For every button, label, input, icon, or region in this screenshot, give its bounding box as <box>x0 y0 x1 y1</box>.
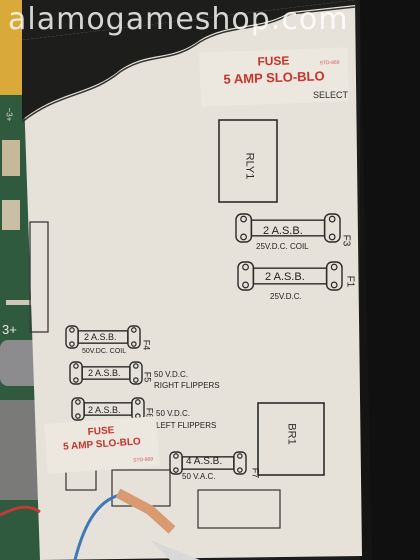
fuse-f6-rating: 2 A.S.B. <box>88 405 121 415</box>
fuse-sticker-bottom: FUSE 5 AMP SLO-BLO STD-869 <box>44 416 160 474</box>
fuse-f3-rating: 2 A.S.B. <box>263 225 303 237</box>
select-label: SELECT <box>313 90 349 100</box>
sticker-rating: 5 AMP SLO-BLO <box>223 68 325 87</box>
fuse-holder-f4 <box>65 325 141 349</box>
fuse-f6-spec: 50 V.D.C. <box>156 409 190 418</box>
fuse-f4-id: F4 <box>141 339 152 351</box>
fuse-holder-f1 <box>237 261 343 291</box>
fuse-f6-spec2: LEFT FLIPPERS <box>156 421 217 430</box>
fuse-f1-id: F1 <box>344 275 356 288</box>
fuse-f7-id: F7 <box>250 467 261 479</box>
fuse-f5-rating: 2 A.S.B. <box>88 368 121 378</box>
pcb-mark-mid: 3+ <box>2 322 17 337</box>
sticker-code: STD-869 <box>319 59 340 67</box>
fuse-holder-f5 <box>69 361 143 385</box>
fuse-f3-id: F3 <box>340 234 352 247</box>
fuse-f1-rating: 2 A.S.B. <box>265 271 305 283</box>
bridge-label: BR1 <box>285 423 298 445</box>
fuse-f5-id: F5 <box>142 371 153 383</box>
fuse-f1-spec: 25V.D.C. <box>270 292 302 301</box>
fuse-f5-spec: 50 V.D.C. <box>154 370 188 379</box>
bridge-outline <box>257 402 325 476</box>
fuse-holder-f3 <box>235 213 341 243</box>
fuse-f7-rating: 4 A.S.B. <box>186 456 223 467</box>
fuse-f4-rating: 2 A.S.B. <box>84 332 117 342</box>
pcb-mark-top: ~3+ <box>4 107 14 122</box>
relay-outline <box>218 119 278 203</box>
fuse-f5-spec2: RIGHT FLIPPERS <box>154 381 220 390</box>
fuse-holders <box>65 213 343 475</box>
sticker-bottom-code: STD-869 <box>132 456 154 464</box>
relay-label: RLY1 <box>243 152 256 180</box>
yellow-component <box>0 0 22 95</box>
watermark-text: alamogameshop.com <box>8 2 349 37</box>
fuse-f3-spec: 25V.D.C. COIL <box>256 242 309 251</box>
fuse-holder-f7 <box>169 451 247 475</box>
fuse-f7-spec: 50 V.A.C. <box>182 472 216 481</box>
fuse-f4-spec: 50V.DC. COIL <box>82 348 127 355</box>
